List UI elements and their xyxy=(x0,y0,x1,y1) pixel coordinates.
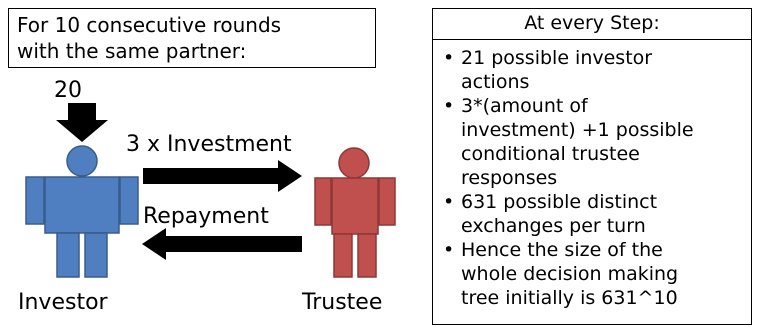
trustee-figure xyxy=(314,147,396,278)
bullet-line: whole decision making xyxy=(461,263,679,285)
trustee-left-leg xyxy=(333,233,353,278)
bullet-line: Hence the size of the xyxy=(461,239,663,261)
bullet-icon: • xyxy=(443,47,455,69)
trustee-right-leg xyxy=(357,233,377,278)
investor-label: Investor xyxy=(18,290,108,315)
investment-label: 3 x Investment xyxy=(126,132,292,157)
investor-right-leg xyxy=(84,232,108,278)
bullet-line: 21 possible investor xyxy=(461,47,653,69)
bullet-line: exchanges per turn xyxy=(461,215,646,237)
bullet-line: tree initially is 631^10 xyxy=(461,287,678,309)
bullet-tree-size: • Hence the size of the whole decision m… xyxy=(443,238,745,310)
bullet-icon: • xyxy=(443,95,455,117)
investor-right-arm xyxy=(119,176,139,225)
bullet-line: responses xyxy=(461,167,558,189)
rounds-info-line-2: with the same partner: xyxy=(17,39,247,63)
bullet-line: 3*(amount of xyxy=(461,95,588,117)
trustee-head-icon xyxy=(338,147,370,179)
input-amount-label: 20 xyxy=(54,78,82,103)
trustee-label: Trustee xyxy=(302,290,383,315)
investor-torso xyxy=(44,176,120,234)
investor-left-arm xyxy=(25,176,45,225)
bullet-investor-actions: • 21 possible investor actions xyxy=(443,46,745,94)
rounds-info-line-1: For 10 consecutive rounds xyxy=(17,13,282,37)
step-box-title: At every Step: xyxy=(432,8,752,40)
investor-head-icon xyxy=(66,145,98,177)
repayment-label: Repayment xyxy=(143,204,269,229)
bullet-trustee-responses: • 3*(amount of investment) +1 possible c… xyxy=(443,94,745,190)
bullet-exchanges: • 631 possible distinct exchanges per tu… xyxy=(443,190,745,238)
step-box-body: • 21 possible investor actions • 3*(amou… xyxy=(432,40,752,325)
investor-figure xyxy=(25,145,139,278)
input-arrow xyxy=(56,103,108,142)
bullet-icon: • xyxy=(443,191,455,213)
rounds-info-box: For 10 consecutive rounds with the same … xyxy=(8,8,376,68)
trustee-torso xyxy=(331,177,379,235)
bullet-line: actions xyxy=(461,71,530,93)
repayment-arrow xyxy=(142,228,302,260)
trustee-right-arm xyxy=(378,177,396,226)
bullet-line: conditional trustee xyxy=(461,143,640,165)
bullet-line: investment) +1 possible xyxy=(461,119,694,141)
bullet-icon: • xyxy=(443,239,455,261)
trustee-left-arm xyxy=(314,177,332,226)
trust-game-diagram xyxy=(25,103,396,278)
investor-left-leg xyxy=(56,232,80,278)
investment-arrow xyxy=(143,160,302,192)
bullet-line: 631 possible distinct xyxy=(461,191,658,213)
